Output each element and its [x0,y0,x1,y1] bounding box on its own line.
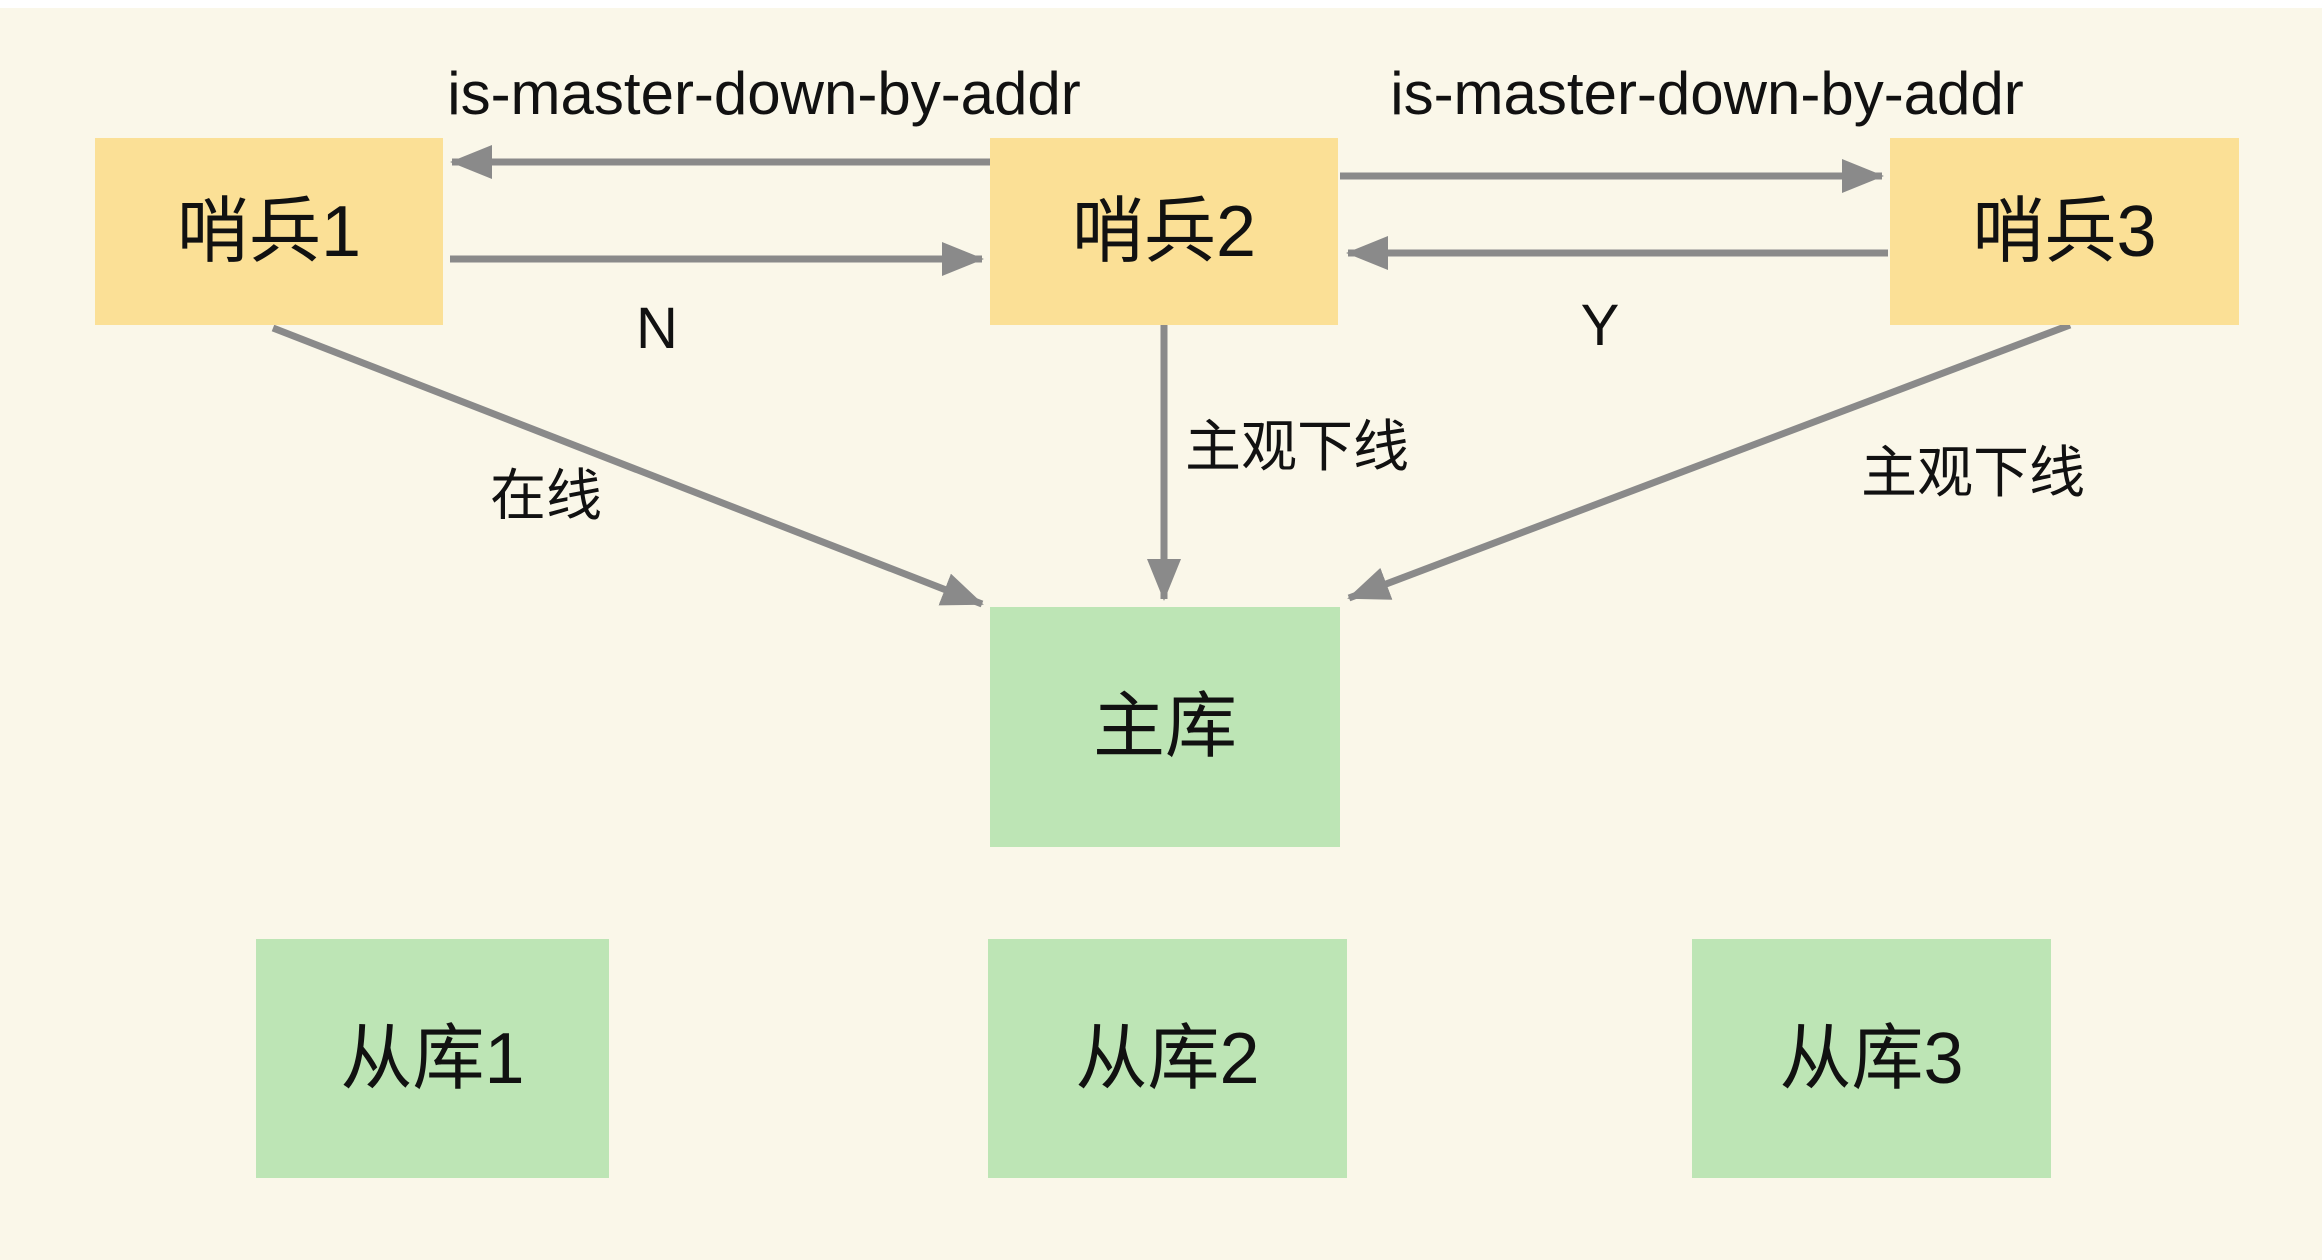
sdown-label-middle: 主观下线 [1185,415,1409,478]
node-label-sentinel2: 哨兵2 [1071,191,1257,272]
node-label-sentinel3: 哨兵3 [1972,191,2157,272]
node-label-replica1: 从库1 [340,1018,525,1099]
node-replica3: 从库3 [1692,939,2051,1178]
protocol-label-left: is-master-down-by-addr [447,60,1081,127]
node-sentinel3: 哨兵3 [1890,138,2239,325]
node-label-sentinel1: 哨兵1 [176,191,362,272]
edge-arrow-s3-to-master [1347,321,2072,602]
edge-arrow-s1-to-master [271,324,984,608]
node-label-master: 主库 [1092,687,1237,767]
sdown-label-right: 主观下线 [1861,441,2085,504]
node-sentinel2: 哨兵2 [990,138,1338,325]
node-label-replica3: 从库3 [1779,1018,1964,1099]
vote-n-label: N [636,296,678,361]
node-sentinel1: 哨兵1 [95,138,443,325]
node-master: 主库 [990,607,1340,847]
node-label-replica2: 从库2 [1075,1018,1260,1099]
online-label: 在线 [490,464,602,527]
protocol-label-right: is-master-down-by-addr [1390,60,2024,127]
node-replica1: 从库1 [256,939,609,1178]
vote-y-label: Y [1580,293,1620,358]
node-replica2: 从库2 [988,939,1347,1178]
top-border-strip [0,0,2322,8]
